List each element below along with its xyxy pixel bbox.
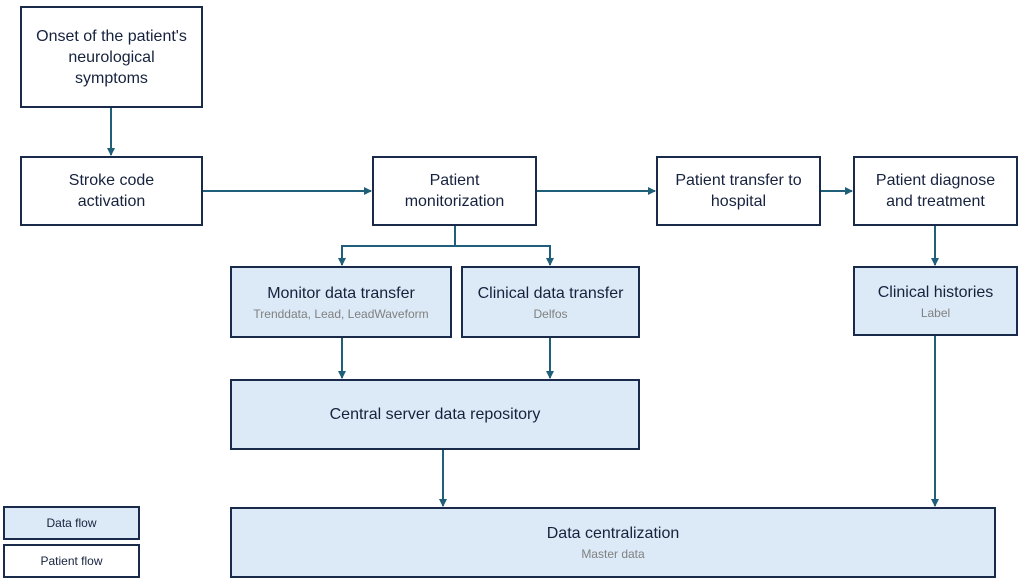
legend-patient-flow: Patient flow <box>3 544 140 578</box>
node-diagnose-treatment: Patient diagnose and treatment <box>853 156 1018 226</box>
node-stroke-code-title: Stroke code activation <box>68 172 155 210</box>
legend-data-flow: Data flow <box>3 506 140 540</box>
legend-data-flow-label: Data flow <box>46 516 97 530</box>
node-diagnose-treatment-title: Patient diagnose and treatment <box>875 172 996 210</box>
node-monitor-data-title: Monitor data transfer <box>267 284 415 302</box>
edge-monitorization-to-clinical-data <box>455 245 554 266</box>
node-monitor-data-subtitle: Trenddata, Lead, LeadWaveform <box>253 306 429 321</box>
node-clinical-histories-subtitle: Label <box>920 305 951 320</box>
node-data-centralization-title: Data centralization <box>546 525 680 542</box>
node-clinical-data: Clinical data transfer Delfos <box>461 266 640 338</box>
node-transfer-hospital-title: Patient transfer to hospital <box>675 172 802 210</box>
node-central-server: Central server data repository <box>230 379 640 450</box>
node-clinical-data-title: Clinical data transfer <box>477 284 624 302</box>
node-data-centralization: Data centralization Master data <box>230 507 996 578</box>
edge-monitorization-split <box>338 226 456 266</box>
node-central-server-title: Central server data repository <box>329 406 541 423</box>
node-clinical-histories-title: Clinical histories <box>877 283 994 301</box>
node-clinical-data-subtitle: Delfos <box>533 306 568 321</box>
node-data-centralization-subtitle: Master data <box>581 547 645 561</box>
node-clinical-histories: Clinical histories Label <box>853 266 1018 336</box>
node-onset: Onset of the patient's neurological symp… <box>20 6 203 108</box>
node-monitor-data: Monitor data transfer Trenddata, Lead, L… <box>230 266 452 338</box>
node-onset-title: Onset of the patient's neurological symp… <box>36 27 187 87</box>
legend-patient-flow-label: Patient flow <box>40 554 103 568</box>
node-monitorization: Patient monitorization <box>372 156 537 226</box>
node-transfer-hospital: Patient transfer to hospital <box>656 156 821 226</box>
node-stroke-code: Stroke code activation <box>20 156 203 226</box>
node-monitorization-title: Patient monitorization <box>404 172 505 210</box>
